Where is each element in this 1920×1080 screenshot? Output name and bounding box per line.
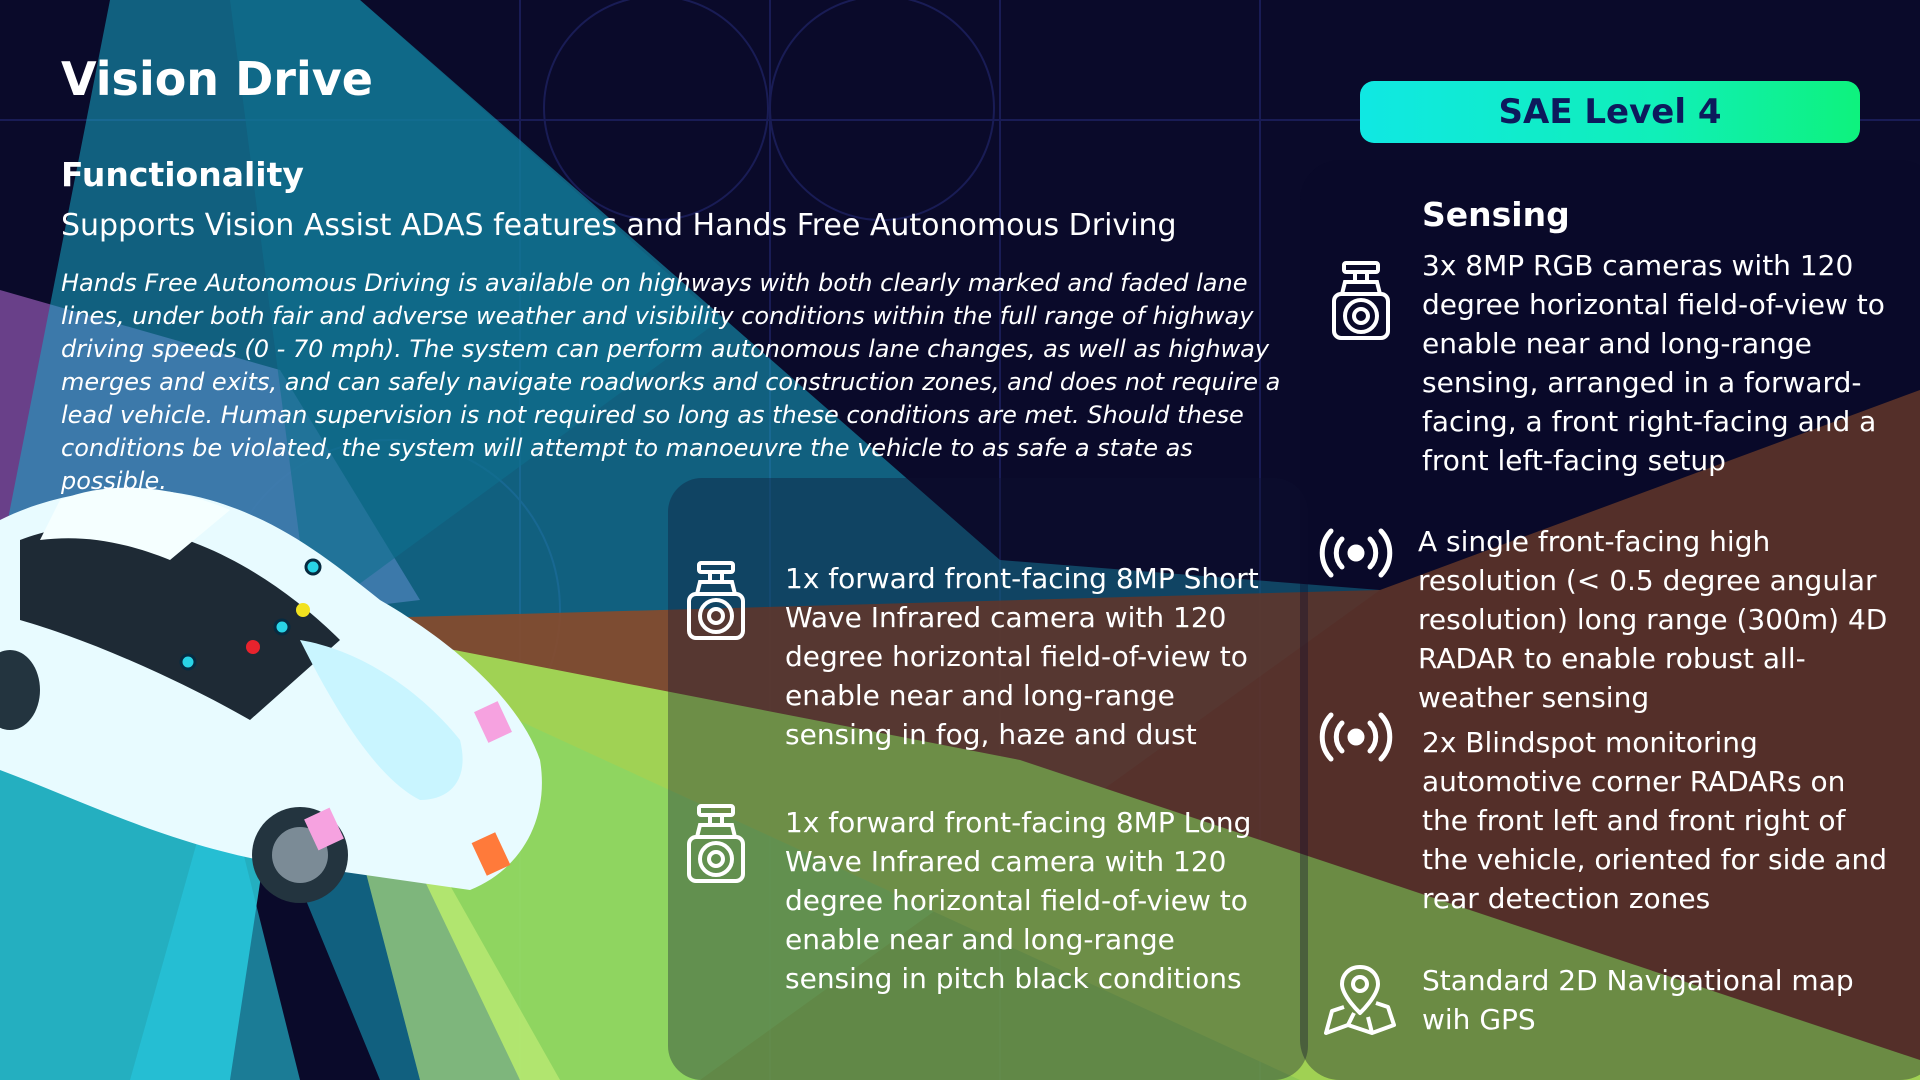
car-illustration (0, 487, 542, 903)
long-range-radar-beam (300, 390, 1920, 1080)
radar-icon (1316, 712, 1396, 762)
sensing-item-corner-radars: 2x Blindspot monitoring automotive corne… (1422, 726, 1887, 915)
camera-icon (685, 560, 747, 644)
side-camera-beam (130, 760, 300, 1080)
camera-icon (1330, 260, 1392, 344)
sensing-panel (1300, 160, 1920, 1080)
sensing-item-navigation-map: Standard 2D Navigational map wih GPS (1422, 964, 1854, 1036)
map-pin-icon (1324, 963, 1396, 1037)
camera-icon (685, 803, 747, 887)
radar-icon (1316, 528, 1396, 578)
forward-camera-beam-core (230, 0, 720, 620)
sensor-dots (179, 558, 322, 671)
infrared-camera-beam (300, 620, 1920, 1080)
infrared-item-long-wave: 1x forward front-facing 8MP Long Wave In… (785, 806, 1252, 995)
functionality-subtitle: Supports Vision Assist ADAS features and… (61, 208, 1177, 243)
functionality-description: Hands Free Autonomous Driving is availab… (61, 269, 1281, 495)
sensing-heading: Sensing (1422, 195, 1570, 234)
page-title: Vision Drive (61, 52, 373, 106)
infrared-panel (668, 478, 1308, 1080)
infrared-item-short-wave: 1x forward front-facing 8MP Short Wave I… (785, 562, 1259, 751)
sae-level-badge: SAE Level 4 (1360, 81, 1860, 143)
sensing-item-cameras: 3x 8MP RGB cameras with 120 degree horiz… (1422, 249, 1885, 477)
sensing-item-4d-radar: A single front-facing high resolution (<… (1418, 525, 1888, 714)
functionality-heading: Functionality (61, 155, 304, 194)
